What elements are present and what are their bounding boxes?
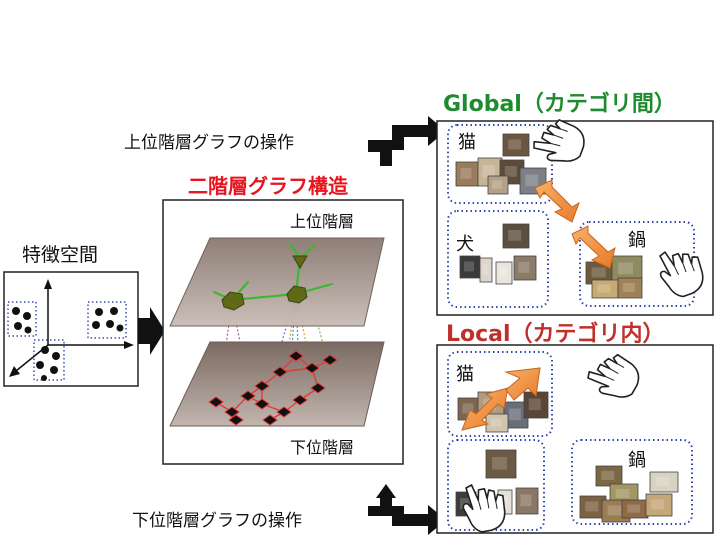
photo-thumbnail [479,257,493,283]
graph-node [288,350,304,362]
photo-thumbnail [502,133,530,157]
elbow-arrow-icon [368,484,446,535]
global-cluster-dog-label: 犬 [456,234,474,255]
graph-node [208,396,224,408]
graph-node [292,394,308,406]
photo-thumbnail [595,465,623,487]
global-panel-heading: Global（カテゴリ間） [443,92,676,117]
hand-pointer-icon [659,251,704,298]
hand-pointer-icon [533,119,585,162]
local-cluster-cat-label: 猫 [456,364,474,385]
two-layer-graph [162,199,404,465]
photo-thumbnail [485,449,517,479]
global-cluster-pot-label: 鍋 [628,230,646,251]
photo-thumbnail [645,493,673,517]
right-arrow-icon [138,307,165,355]
graph-node [272,366,288,378]
feature-space-plot [3,271,139,387]
photo-thumbnail [487,175,509,195]
lower-operation-label: 下位階層グラフの操作 [132,511,302,531]
hand-pointer-icon [587,353,640,398]
upper-operation-label: 上位階層グラフの操作 [124,133,294,153]
elbow-arrow-icon [368,116,446,166]
diagram-title: 二階層グラフ構造 [188,174,348,198]
photo-thumbnail [495,261,513,285]
graph-node [262,414,278,426]
global-cluster-cat-label: 猫 [458,132,476,153]
graph-node [322,354,338,366]
photo-thumbnail [515,487,539,515]
graph-node [240,390,256,402]
graph-node [304,362,320,374]
double-arrow-icon [534,179,616,269]
graph-node [276,406,292,418]
photo-thumbnail [649,471,679,493]
graph-node [254,380,270,392]
graph-node [254,398,270,410]
feature-space-title: 特徴空間 [22,244,99,266]
photo-thumbnail [502,223,530,249]
double-arrow-icon [461,367,541,431]
local-panel-heading: Local（カテゴリ内） [446,322,665,347]
photo-thumbnail [617,277,643,299]
upper-layer-label: 上位階層 [290,212,355,231]
graph-node [224,406,240,418]
graph-node [228,414,244,426]
local-cluster-pot-label: 鍋 [628,450,646,471]
lower-layer-label: 下位階層 [290,438,355,457]
hand-pointer-icon [462,484,506,533]
photo-thumbnail [513,255,537,281]
graph-node [310,382,326,394]
